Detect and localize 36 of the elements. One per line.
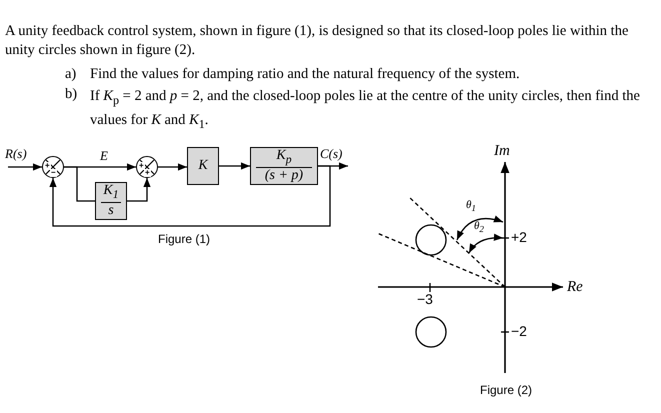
question-text: Find the values for damping ratio and the natural frequency of the system.	[90, 66, 520, 83]
item-marker: b)	[65, 86, 78, 103]
figure-caption: Figure (1)	[158, 232, 210, 246]
question-text: If K$_{p}$ = 2 and p = 2, and the closed-loop poles lie at the centre of the unity circles, then find the values for K and K$_{1}$.	[90, 87, 640, 133]
connector-line	[49, 165, 331, 227]
angle-label: θ$_{2}$	[474, 220, 484, 234]
connector-line	[219, 162, 250, 170]
transfer-function-block	[250, 147, 318, 185]
transfer-function-block	[187, 147, 219, 185]
connector-line	[64, 166, 95, 202]
summing-junction	[136, 156, 158, 178]
problem-statement: A unity feedback control system, shown in figure (1), is designed so that its closed-loop poles lie within the unity circles shown in figure (2).	[5, 22, 630, 60]
denominator: s	[108, 203, 114, 219]
axis-label: Re	[567, 279, 583, 296]
connector-line	[8, 163, 42, 171]
edge-label: C(s)	[320, 146, 342, 162]
connector-line	[158, 163, 187, 171]
tick-label: −2	[511, 323, 527, 339]
block-label: K	[198, 158, 208, 174]
sign: +	[138, 162, 145, 170]
figure-caption: Figure (2)	[480, 383, 532, 397]
item-marker: a)	[65, 66, 76, 83]
numerator: K$_{1}$	[103, 183, 119, 201]
connector-line	[127, 178, 151, 202]
sign: +	[144, 169, 151, 177]
summing-junction	[42, 156, 64, 178]
tick-label: +2	[511, 229, 527, 245]
axis-label: Im	[494, 143, 510, 160]
edge-label: R(s)	[5, 146, 27, 162]
transfer-function-block	[95, 182, 127, 220]
denominator: (s + p)	[264, 168, 304, 184]
tick-label: −3	[417, 291, 433, 307]
sign: −	[50, 169, 57, 177]
numerator: K$_{p}$	[276, 148, 292, 166]
sign: +	[44, 162, 51, 170]
angle-label: θ$_{1}$	[466, 199, 476, 214]
